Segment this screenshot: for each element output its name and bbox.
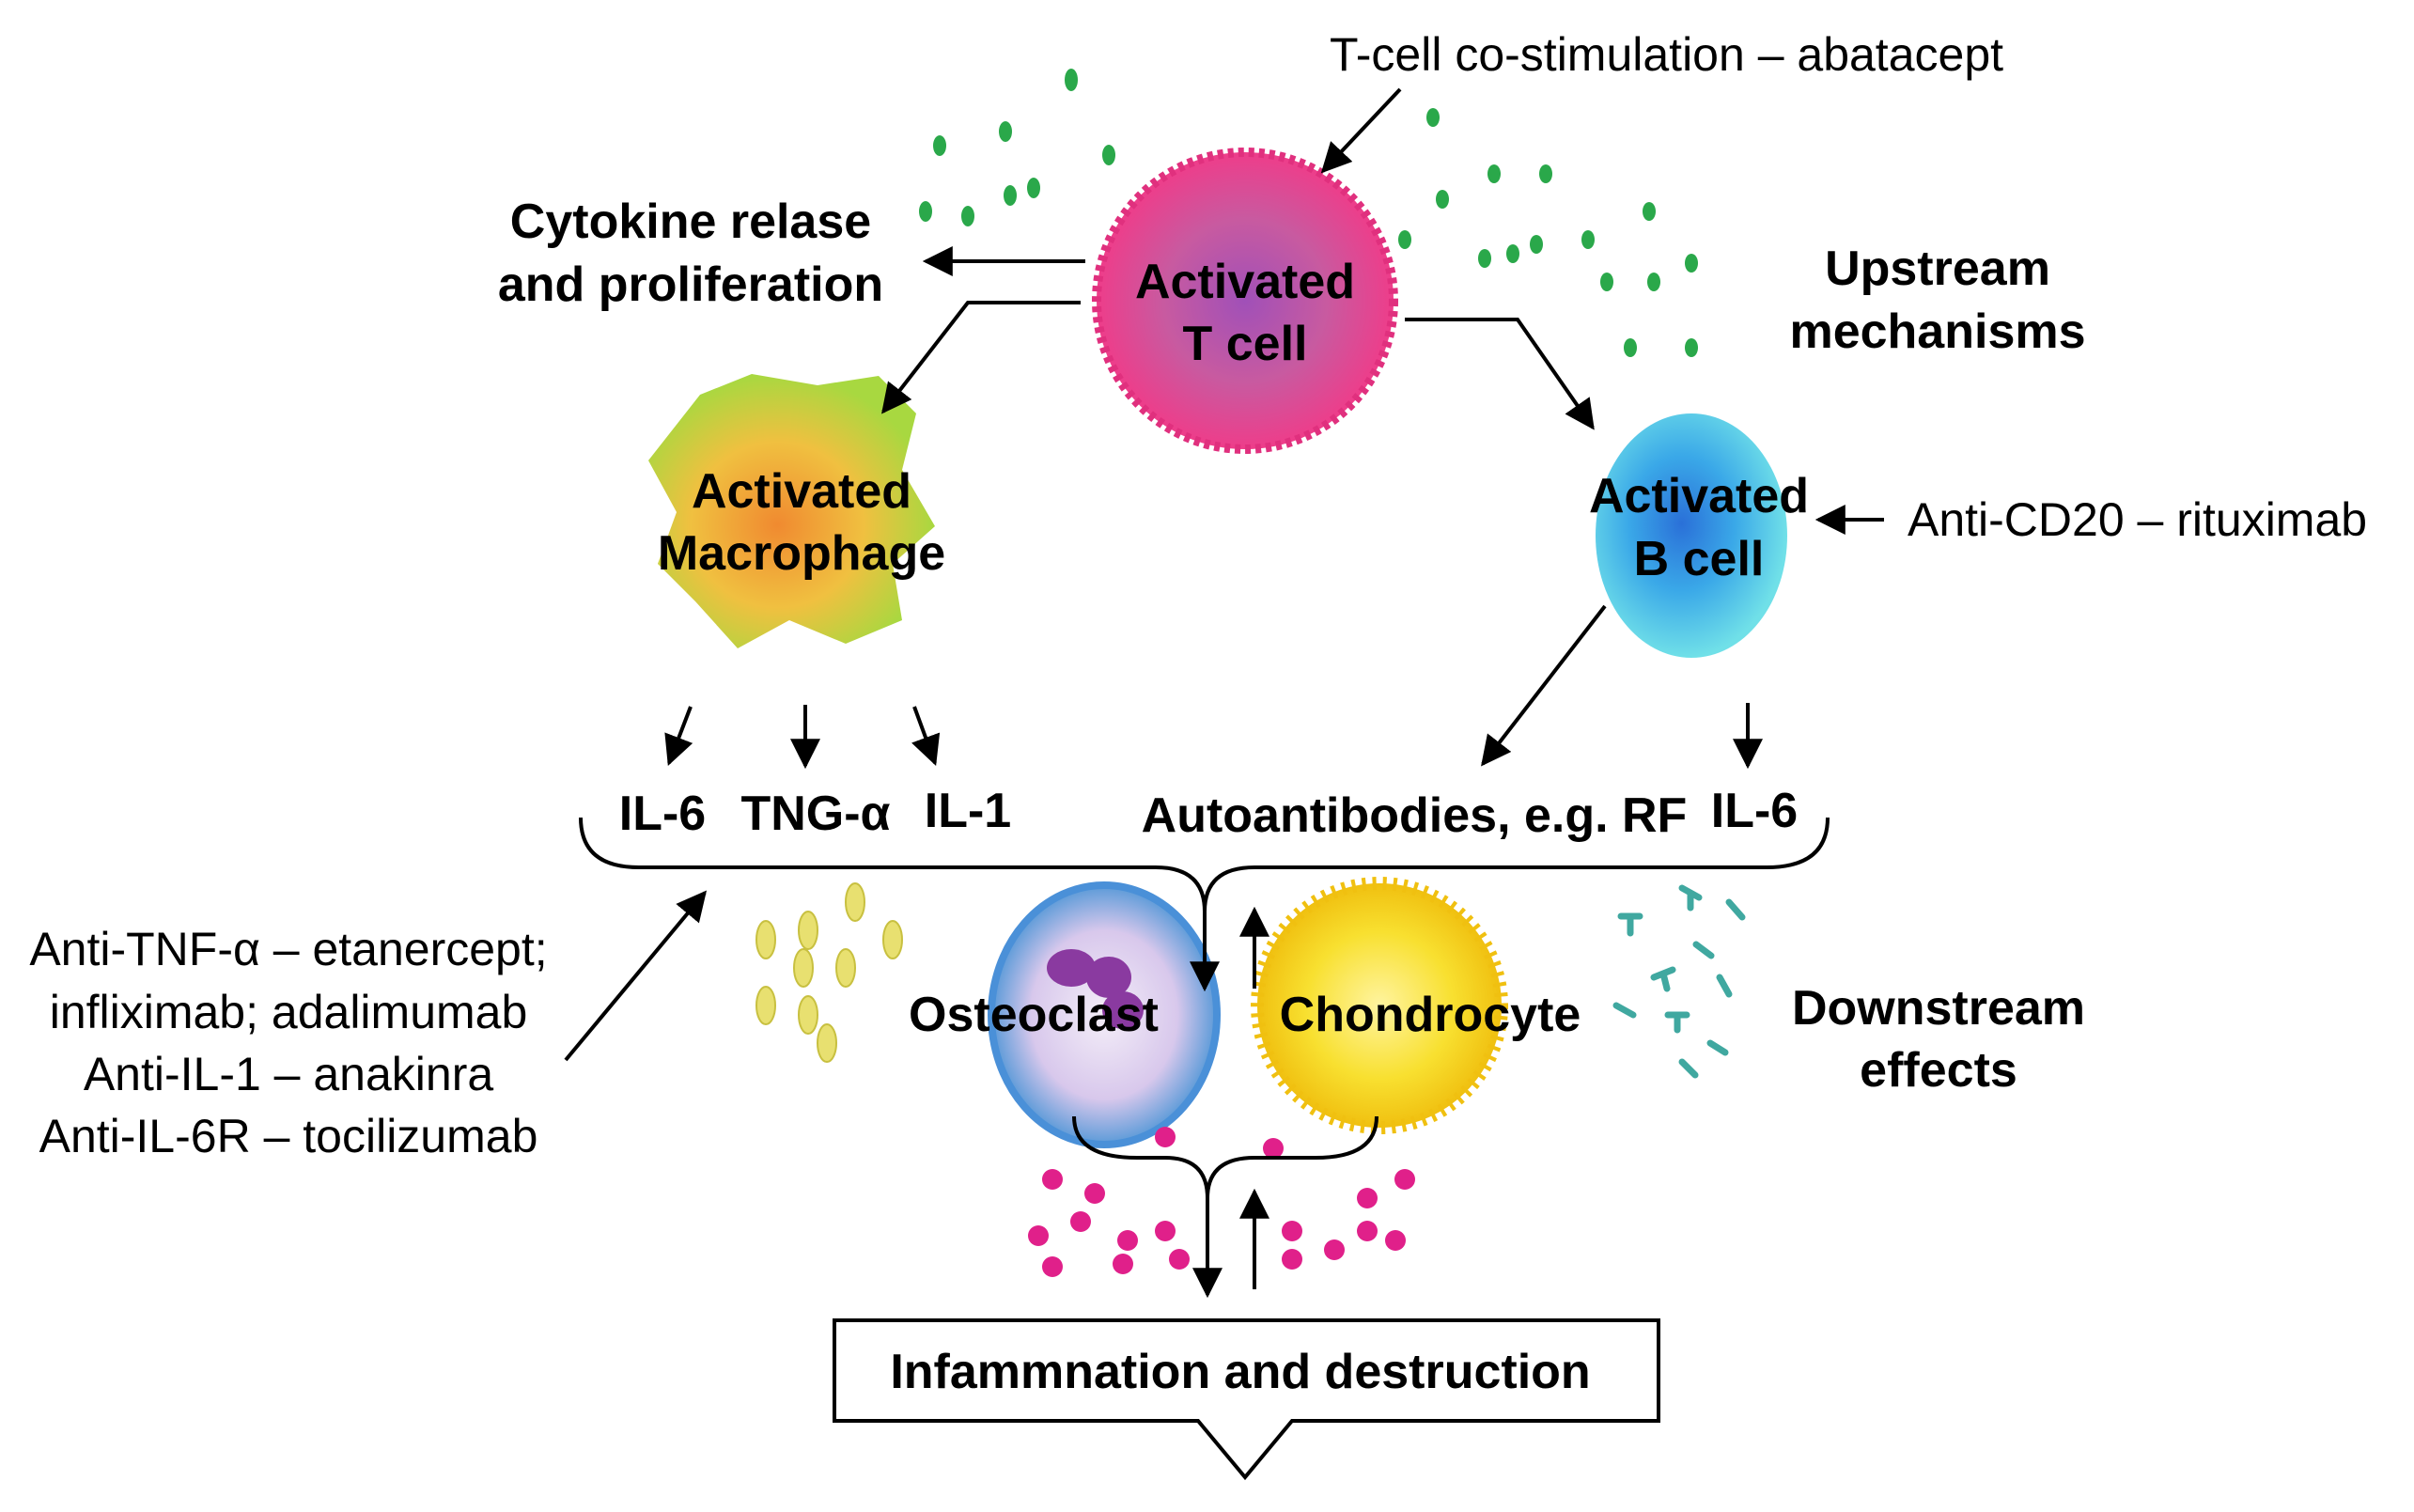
green-particles [919,69,1698,357]
cytokine-label-line1: Cytokine relase [510,195,871,249]
il1-label: IL-1 [925,784,1011,838]
drugs-line3: Anti-IL-1 – anakinra [84,1048,494,1100]
osteoclast-label: Osteoclast [909,988,1159,1042]
autoantibodies-label: Autoantibodies, e.g. RF [1142,788,1688,843]
connectors [564,87,1884,1299]
chondrocyte-icon [1251,877,1508,1134]
upstream-label-line2: mechanisms [1789,304,2085,359]
arrow-drugs-to-mediators [564,890,708,1062]
arrow-bcell-to-autoantibodies [1481,604,1607,767]
macrophage-label-line2: Macrophage [658,526,945,581]
chondrocyte-label: Chondrocyte [1280,988,1581,1042]
tcell-icon [1092,148,1398,454]
downstream-label-line2: effects [1860,1043,2017,1098]
drugs-line4: Anti-IL-6R – tocilizumab [39,1110,538,1162]
macrophage-icon [648,374,935,648]
teal-particles [1612,884,1746,1079]
tcell-label-line2: T cell [1183,317,1308,371]
pink-particles [1028,1127,1415,1277]
arrow-costim-to-tcell [1320,87,1402,174]
il6-right-label: IL-6 [1711,784,1798,838]
cytokine-label-line2: and proliferation [498,257,883,312]
outcome-box [833,1318,1660,1481]
arrow-tcell-to-bcell [1405,318,1595,430]
anti-cd20-label: Anti-CD20 – rituximab [1908,493,2367,546]
tng-alpha-label: TNG-α [740,787,890,841]
drugs-line1: Anti-TNF-α – etanercept; [29,923,547,975]
bcell-label-line2: B cell [1634,532,1765,586]
upstream-label-line1: Upstream [1825,242,2050,296]
downstream-label-line1: Downstream [1792,981,2085,1036]
arrow-macrophage-to-il1 [911,706,941,767]
osteoclast-icon [988,881,1221,1148]
drugs-line2: infliximab; adalimumab [50,986,528,1038]
yellow-particles [755,882,903,1063]
bcell-icon [1596,413,1787,658]
tcell-costim-label: T-cell co-stimulation – abatacept [1330,28,2003,81]
arrow-macrophage-to-il6 [664,706,693,766]
il6-left-label: IL-6 [619,787,706,841]
arrow-tcell-to-macrophage [881,301,1081,414]
tcell-label-line1: Activated [1135,255,1355,309]
macrophage-label-line1: Activated [692,464,911,519]
bcell-label-line1: Activated [1589,469,1809,523]
outcome-label: Infammnation and destruction [890,1345,1590,1399]
